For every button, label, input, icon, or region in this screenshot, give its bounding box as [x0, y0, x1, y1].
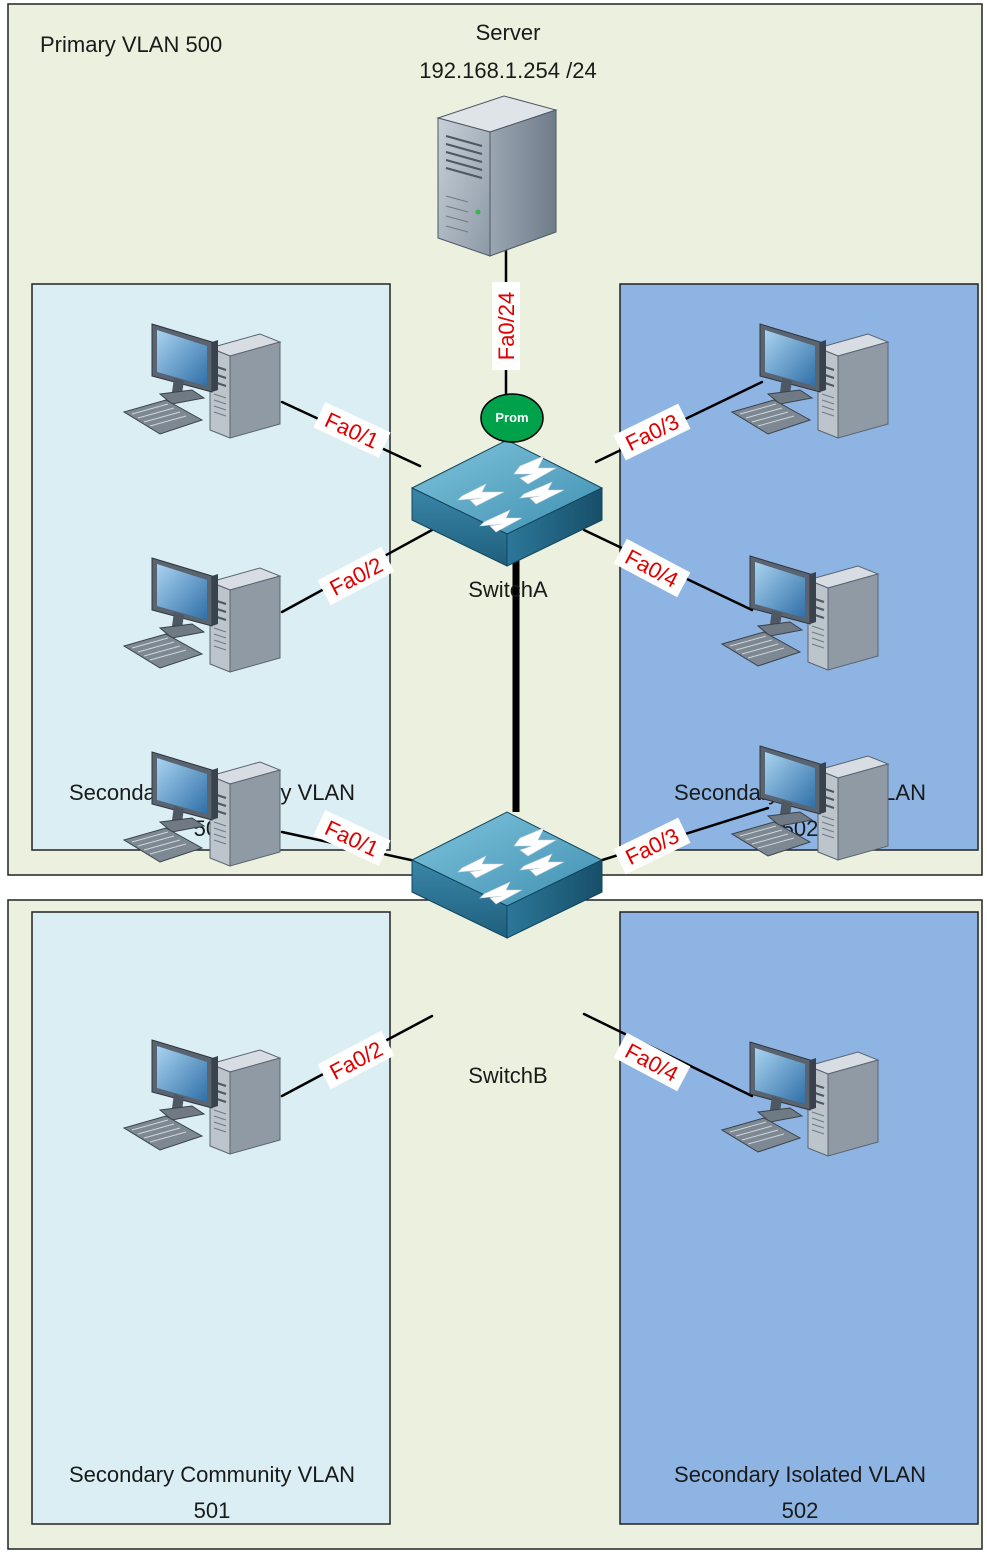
isolated-vlan-zone-bottom [619, 911, 979, 1525]
community-vlan-name-bottom: Secondary Community VLAN [69, 1462, 355, 1487]
port-label-server-text: Fa0/24 [494, 292, 519, 361]
server-ip: 192.168.1.254 /24 [419, 58, 596, 83]
switchb-name: SwitchB [468, 1063, 547, 1088]
prom-badge-label: Prom [495, 410, 528, 425]
isolated-vlan-name-bottom: Secondary Isolated VLAN [674, 1462, 926, 1487]
prom-badge: Prom [480, 393, 544, 443]
community-vlan-zone-bottom [31, 911, 391, 1525]
server-name: Server [476, 20, 541, 45]
isolated-vlan-id-bottom: 502 [782, 1498, 819, 1523]
server-tower-icon [436, 95, 558, 257]
primary-vlan-label: Primary VLAN 500 [40, 32, 222, 57]
switcha-name: SwitchA [468, 577, 548, 602]
community-vlan-id-bottom: 501 [194, 1498, 231, 1523]
port-label-server: Fa0/24 [492, 282, 520, 370]
